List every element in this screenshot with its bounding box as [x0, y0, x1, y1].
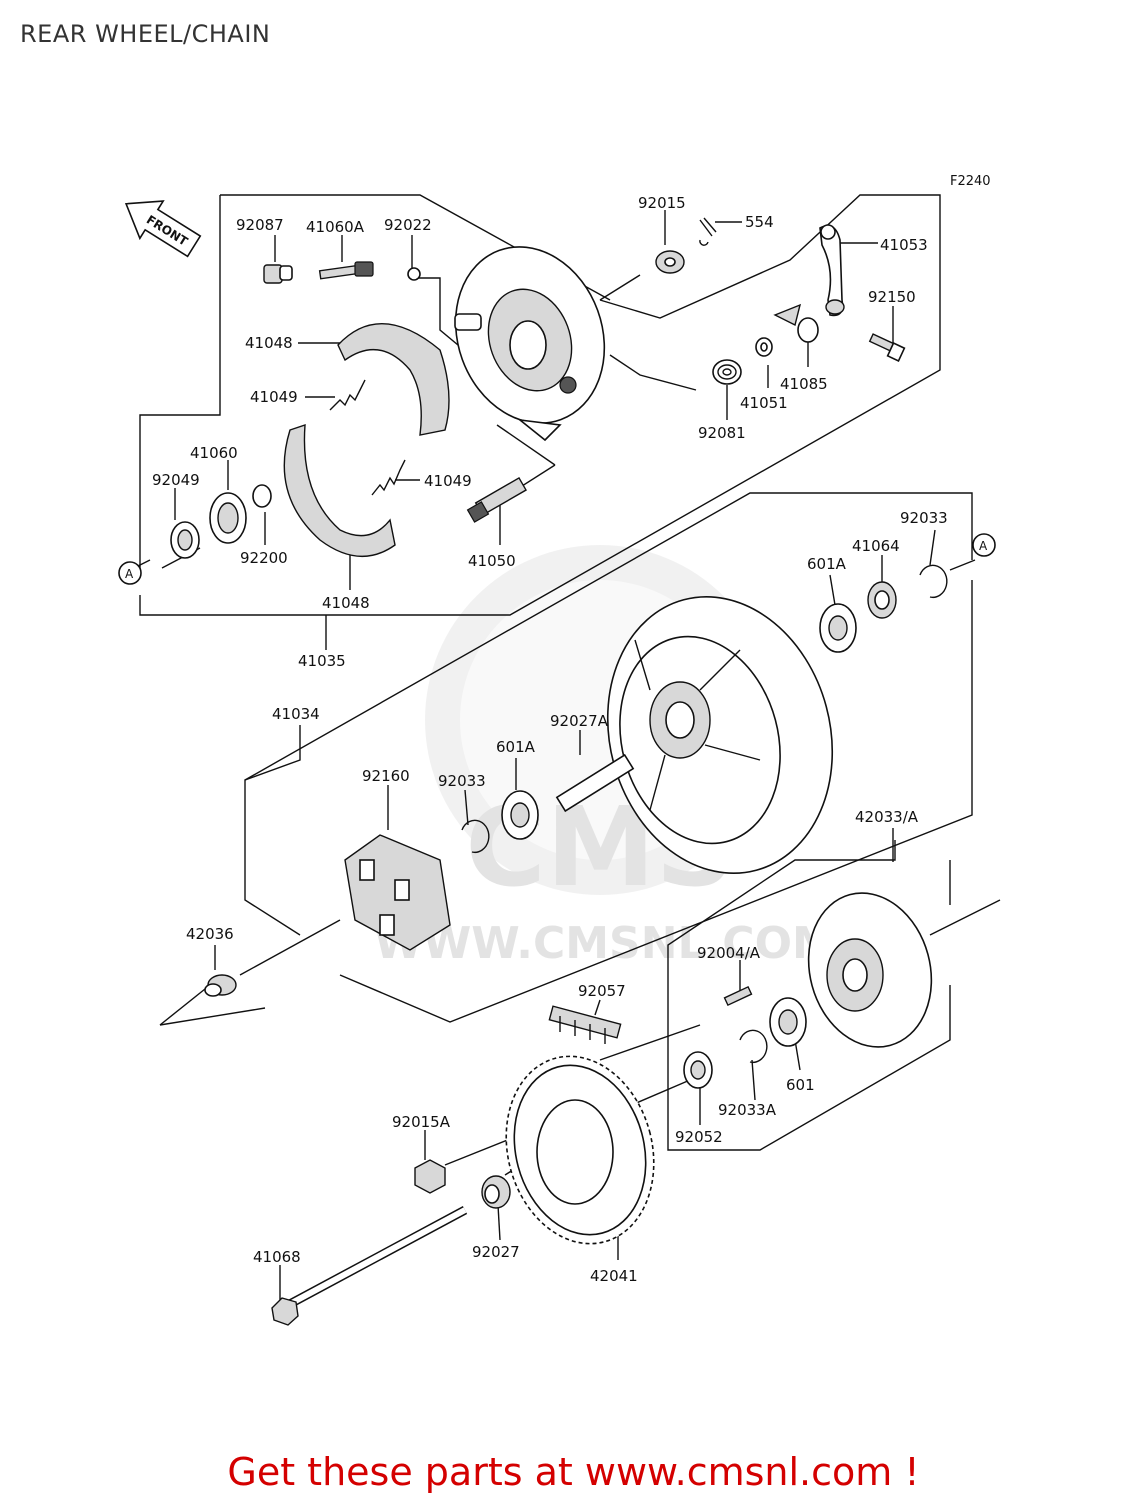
- label-41053: 41053: [880, 236, 928, 254]
- part-601A-bearing-left[interactable]: [501, 790, 539, 840]
- label-41048-lower: 41048: [322, 594, 370, 612]
- label-92015: 92015: [638, 194, 686, 212]
- part-92022-washer[interactable]: [407, 267, 421, 281]
- footer-cta-link[interactable]: Get these parts at www.cmsnl.com !: [227, 1450, 920, 1494]
- label-554: 554: [745, 213, 774, 231]
- label-92150: 92150: [868, 288, 916, 306]
- part-42036-collar[interactable]: [204, 974, 237, 997]
- label-92033-right: 92033: [900, 509, 948, 527]
- part-41051-washer[interactable]: [755, 337, 773, 357]
- part-92052-seal[interactable]: [683, 1051, 713, 1089]
- label-41068: 41068: [253, 1248, 301, 1266]
- part-92027A-sleeve[interactable]: [555, 753, 635, 813]
- part-92049-oil-seal[interactable]: [170, 521, 200, 559]
- part-92033-circlip-left[interactable]: [461, 819, 490, 854]
- label-601A-left: 601A: [496, 738, 536, 756]
- label-92081: 92081: [698, 424, 746, 442]
- label-92027A: 92027A: [550, 712, 609, 730]
- label-601A-right: 601A: [807, 555, 847, 573]
- part-41068-axle[interactable]: [271, 1206, 468, 1326]
- part-92160-damper[interactable]: [344, 834, 451, 951]
- wheel-group-outline: [244, 492, 973, 1023]
- part-41050-camshaft[interactable]: [466, 476, 527, 523]
- part-41060A-indicator[interactable]: [318, 261, 374, 280]
- label-601: 601: [786, 1076, 815, 1094]
- label-92052: 92052: [675, 1128, 723, 1146]
- part-92150-bolt[interactable]: [868, 333, 906, 362]
- part-41048-brake-shoe-lower[interactable]: [283, 424, 396, 557]
- part-92200-washer[interactable]: [252, 484, 272, 508]
- label-41064: 41064: [852, 537, 900, 555]
- part-41060-bearing[interactable]: [209, 492, 247, 544]
- part-92015A-nut[interactable]: [414, 1159, 446, 1194]
- label-92200: 92200: [240, 549, 288, 567]
- label-41051: 41051: [740, 394, 788, 412]
- part-92027-collar[interactable]: [481, 1175, 511, 1209]
- part-41085-seal[interactable]: [773, 303, 819, 343]
- figure-code: F2240: [950, 174, 991, 189]
- label-41060: 41060: [190, 444, 238, 462]
- part-92033-circlip-right[interactable]: [919, 564, 948, 599]
- label-41048-upper: 41048: [245, 334, 293, 352]
- ref-marker-left: A: [118, 561, 142, 585]
- label-92004A: 92004/A: [697, 944, 761, 962]
- label-92049: 92049: [152, 471, 200, 489]
- part-41049-spring-upper[interactable]: [329, 379, 366, 411]
- ref-marker-left-label: A: [125, 567, 134, 581]
- part-601-bearing[interactable]: [769, 997, 807, 1047]
- part-41053-brake-lever[interactable]: [819, 224, 845, 317]
- part-92004A-stud[interactable]: [723, 985, 753, 1007]
- part-554-cotter-pin[interactable]: [699, 217, 717, 246]
- part-92015-nut[interactable]: [655, 250, 685, 274]
- label-42033A: 42033/A: [855, 808, 919, 826]
- page-title: REAR WHEEL/CHAIN: [20, 20, 271, 48]
- label-92033-left: 92033: [438, 772, 486, 790]
- part-92057-chain[interactable]: [548, 1005, 622, 1044]
- front-arrow-icon: FRONT: [124, 200, 202, 258]
- part-601A-bearing-right[interactable]: [819, 603, 857, 653]
- ref-marker-right: A: [972, 533, 996, 557]
- part-92033A-circlip[interactable]: [739, 1029, 768, 1064]
- label-41049-upper: 41049: [250, 388, 298, 406]
- part-sprocket-hub[interactable]: [792, 879, 948, 1061]
- label-92087: 92087: [236, 216, 284, 234]
- label-41035: 41035: [298, 652, 346, 670]
- label-42036: 42036: [186, 925, 234, 943]
- part-41049-spring-lower[interactable]: [371, 459, 406, 496]
- label-41060A: 41060A: [306, 218, 365, 236]
- label-92027: 92027: [472, 1243, 520, 1261]
- label-41049-lower: 41049: [424, 472, 472, 490]
- label-92015A: 92015A: [392, 1113, 451, 1131]
- label-41085: 41085: [780, 375, 828, 393]
- label-92160: 92160: [362, 767, 410, 785]
- part-41048-brake-shoe-upper[interactable]: [337, 323, 450, 436]
- label-41034: 41034: [272, 705, 320, 723]
- label-92033A: 92033A: [718, 1101, 777, 1119]
- ref-marker-right-label: A: [979, 539, 988, 553]
- part-brake-panel[interactable]: [432, 226, 629, 444]
- part-92087-grease-nipple[interactable]: [263, 264, 293, 284]
- label-92057: 92057: [578, 982, 626, 1000]
- hub-group-outline: [667, 840, 951, 1151]
- label-41050: 41050: [468, 552, 516, 570]
- part-42041-sprocket[interactable]: [486, 1040, 674, 1261]
- part-41064-collar[interactable]: [867, 581, 897, 619]
- part-92081-spring[interactable]: [712, 359, 742, 385]
- label-92022: 92022: [384, 216, 432, 234]
- label-42041: 42041: [590, 1267, 638, 1285]
- part-labels: 92087 41060A 92022 92015 554 41053 92150…: [152, 194, 948, 1285]
- exploded-parts-diagram: CMS WWW.CMSNL.COM F2240 FRONT: [118, 174, 1001, 1326]
